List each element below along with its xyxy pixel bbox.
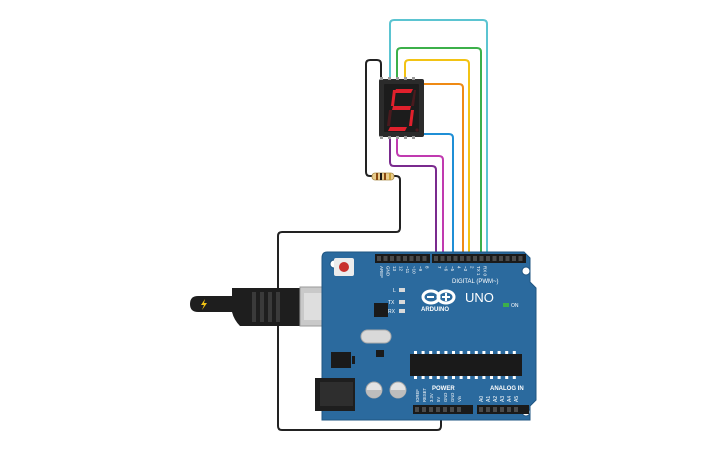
digital-pin-label: ~3 [463,266,468,272]
segment-d [388,127,407,131]
power-pin-label: GND [450,393,455,402]
power-pin-label: IOREF [415,389,420,402]
voltage-regulator [331,352,351,368]
segment-b [411,90,416,106]
seven-segment-display[interactable]: 5 [0,0,424,139]
analog-pin-label: A3 [500,396,506,402]
digital-pin-label: ~6 [444,266,449,272]
digital-pin-label: 13 [392,266,397,272]
wire-purple[interactable] [389,136,437,258]
digital-pin-label: 12 [399,266,404,272]
power-pin-label: 3.3V [429,393,434,402]
arduino-logo: ARDUINO UNO [421,289,494,313]
power-header-label: POWER [432,386,455,392]
status-leds: L TX RX [388,288,405,315]
digit-segments [387,89,419,132]
digital-pin-label: RX 0 [483,266,488,277]
analog-pin-label: A1 [486,396,492,402]
wire-yellow[interactable] [404,59,470,258]
analog-pin-label: A0 [479,396,485,402]
power-jack [315,378,355,411]
analog-header-label: ANALOG IN [490,386,524,392]
capacitors [365,381,407,399]
analog-pin-label: A5 [514,396,520,402]
analog-pin-label: A2 [493,396,499,402]
svg-text:L: L [393,288,396,294]
segment-c [409,110,414,126]
digital-pin-label: TX 1 [476,266,481,276]
usb-lightning-icon [201,299,207,310]
digital-pin-label: ~5 [450,266,455,272]
power-pin-label: 5V [436,397,441,402]
digital-header-label: DIGITAL (PWM~) [452,279,499,285]
digital-header [375,254,526,263]
segment-a [394,89,413,93]
power-analog-header [413,405,529,414]
digital-pin-label: 7 [437,266,442,269]
digital-pin-label: AREF [379,266,384,278]
wire-magenta[interactable] [396,136,444,258]
wire-blue[interactable] [412,133,454,258]
wire-black-common[interactable] [365,59,382,177]
brand-name: ARDUINO [421,307,449,313]
wire-cyan[interactable] [389,19,488,258]
digital-pin-label: 4 [457,266,462,269]
wire-green[interactable] [396,47,482,258]
model-name: UNO [465,290,494,305]
wire-black-ground[interactable] [277,175,442,431]
digital-pin-label: 8 [425,266,430,269]
segment-f [391,90,396,106]
digital-pin-label: ~10 [412,266,417,274]
svg-text:RX: RX [388,309,396,315]
power-pin-label: GND [443,393,448,402]
segment-g [392,106,411,110]
segment-e [387,110,392,126]
power-pin-label: RESET [422,388,427,402]
crystal [360,329,392,344]
digital-pin-label: ~11 [405,266,410,274]
digital-pin-label: 2 [470,266,475,269]
display-digit-value: 5 [0,0,1,1]
segment-dp [415,128,419,132]
svg-text:TX: TX [388,300,395,306]
digital-pin-label: GND [386,266,391,277]
usb-chip [374,303,388,317]
digital-pin-label: ~9 [418,266,423,272]
resistor[interactable] [371,172,395,181]
power-pin-label: Vin [457,395,462,402]
analog-pin-label: A4 [507,396,513,402]
atmega-chip [410,351,522,379]
on-label: ON [511,303,519,309]
